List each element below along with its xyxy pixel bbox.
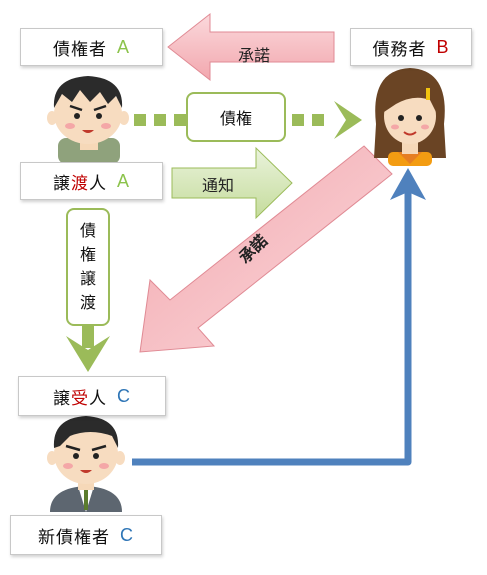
claim-dotted-arrow [134, 101, 362, 139]
notice-arrow [171, 146, 293, 220]
transferor-post: 人 [88, 173, 107, 194]
party-letter-c: C [120, 524, 134, 545]
consent-top-arrow [167, 12, 335, 82]
transferor-a-label: 譲渡人 A [20, 162, 163, 200]
consent-diagonal-arrow [139, 145, 393, 353]
claim-transfer-char: 譲 [79, 269, 96, 288]
claim-label: 債権 [186, 92, 286, 142]
party-letter-a: A [116, 36, 130, 57]
claim-transfer-char: 債 [79, 221, 96, 240]
party-letter-a: A [116, 170, 130, 191]
consent-top-label: 承諾 [238, 46, 271, 65]
transferor-pre: 譲 [52, 173, 71, 194]
person-c-icon [47, 416, 125, 512]
debtor-text: 債務者 [372, 39, 427, 60]
creditor-a-label: 債権者 A [20, 28, 163, 66]
person-b-icon [374, 68, 446, 166]
party-letter-b: B [436, 36, 450, 57]
claim-transfer-arrow [66, 326, 110, 372]
notice-label: 通知 [202, 176, 235, 195]
blue-connector-arrow [132, 168, 426, 466]
transferee-post: 人 [89, 388, 107, 409]
transferor-highlight: 渡 [70, 173, 89, 194]
new-creditor-text: 新債権者 [38, 527, 110, 548]
claim-transfer-char: 権 [79, 245, 96, 264]
transferee-c-label: 譲受人 C [18, 376, 166, 416]
creditor-text: 債権者 [52, 39, 107, 60]
claim-transfer-char: 渡 [79, 293, 96, 312]
transferee-pre: 譲 [53, 388, 71, 409]
person-a-icon [47, 76, 129, 164]
claim-transfer-label: 債 権 譲 渡 [66, 208, 110, 326]
transferee-highlight: 受 [71, 388, 89, 409]
new-creditor-c-label: 新債権者 C [10, 515, 162, 555]
party-letter-c: C [117, 385, 131, 406]
debtor-b-label: 債務者 B [350, 28, 472, 66]
